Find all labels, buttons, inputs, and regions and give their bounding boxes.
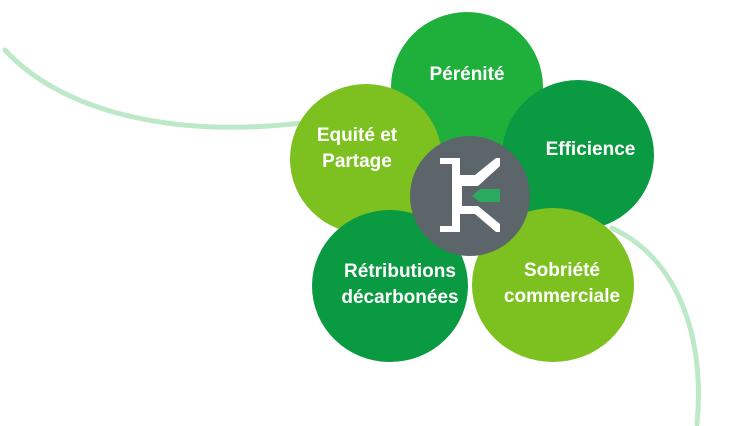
left-curve (2, 47, 313, 130)
petal-label-line2: commerciale (503, 286, 621, 307)
petal-label-line1: Sobriété (523, 260, 601, 282)
petal-label-line1: Equité et (316, 125, 398, 147)
petal-label: Pérénité (429, 64, 505, 85)
k-logo-icon (440, 158, 500, 232)
right-curve (609, 225, 701, 426)
petal-equite: Equité et Partage (290, 84, 442, 234)
petal-label-line2: Partage (322, 151, 392, 172)
petal-efficience: Efficience (502, 80, 654, 230)
petal-label-line1: Rétributions (344, 261, 456, 283)
petal-label: Efficience (545, 139, 636, 161)
center-circle (410, 136, 530, 256)
petal-label-line2: décarbonées (341, 287, 459, 308)
